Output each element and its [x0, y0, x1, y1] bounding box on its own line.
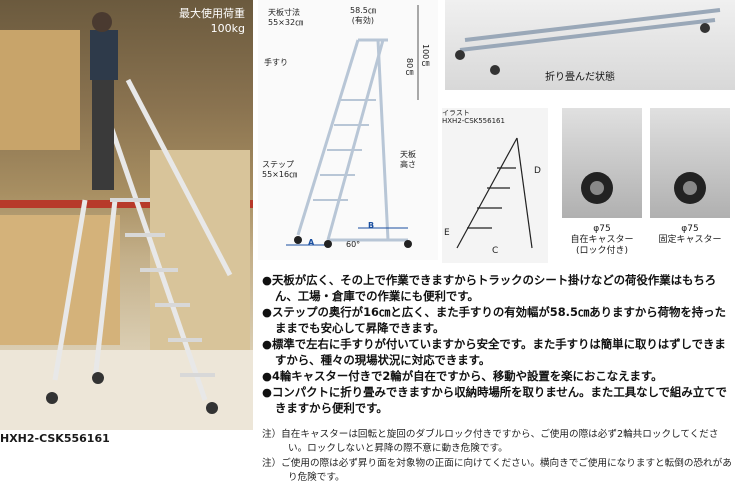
swivel-caster-size: φ75: [593, 224, 611, 234]
step-title: ステップ: [262, 160, 294, 169]
dim-d-label: D: [534, 166, 541, 176]
top-height-line2: 高さ: [400, 160, 416, 169]
top-height-line1: 天板: [400, 150, 416, 159]
feature-item: ●ステップの奥行が16㎝と広く、また手すりの有効幅が58.5㎝ありますから荷物を…: [262, 305, 726, 335]
dim-e-label: E: [444, 228, 450, 238]
model-number: HXH2-CSK556161: [0, 432, 110, 445]
top-size-label: 天板寸法 55×32㎝: [268, 8, 303, 28]
illustration-model: HXH2-CSK556161: [442, 117, 505, 125]
note-item: 注）ご使用の際は必ず昇り面を対象物の正面に向けてください。横向きでご使用になりま…: [262, 458, 732, 483]
top-height-label: 天板 高さ: [400, 150, 416, 170]
spec-diagram: 天板寸法 55×32㎝ 58.5㎝ (有効) 100㎝ 80㎝ 手すり 天板 高…: [258, 0, 438, 260]
dim-b-label: B: [368, 221, 375, 230]
feature-item: ●天板が広く、その上で作業できますからトラックのシート掛けなどの荷役作業はもちろ…: [262, 273, 717, 303]
illustration-drawing: [456, 137, 533, 249]
illustration-title: イラスト: [442, 109, 470, 117]
fixed-caster-caption: φ75 固定キャスター: [648, 224, 732, 246]
step-label: ステップ 55×16㎝: [262, 160, 297, 180]
top-size-value: 55×32㎝: [268, 18, 304, 27]
swivel-caster-note: (ロック付き): [575, 246, 629, 256]
feature-item: ●4輪キャスター付きで2輪が自在ですから、移動や設置を楽におこなえます。: [262, 369, 663, 383]
swivel-caster-drawing: [581, 172, 613, 204]
max-load-value: 100kg: [210, 22, 245, 35]
height-80-label: 80㎝: [405, 58, 414, 77]
note-item: 注）自在キャスターは回転と旋回のダブルロック付きですから、ご使用の際は必ず2輪共…: [262, 429, 719, 454]
swivel-caster-photo: [562, 108, 642, 218]
folded-photo: 折り畳んだ状態: [445, 0, 735, 90]
max-load-title: 最大使用荷重: [179, 7, 245, 20]
illustration: イラスト HXH2-CSK556161 C D E: [442, 108, 548, 263]
top-size-title: 天板寸法: [268, 8, 300, 17]
ladder-spec-drawing: [286, 5, 419, 248]
folded-caption: 折り畳んだ状態: [545, 72, 615, 83]
folded-ladder-drawing: [455, 8, 721, 75]
swivel-caster-caption: φ75 自在キャスター (ロック付き): [560, 224, 644, 257]
feature-list: ●天板が広く、その上で作業できますからトラックのシート掛けなどの荷役作業はもちろ…: [262, 272, 732, 416]
product-photo: 最大使用荷重 100kg: [0, 0, 253, 430]
width-note: (有効): [351, 16, 375, 25]
swivel-caster-name: 自在キャスター: [570, 235, 634, 245]
angle-label: 60°: [346, 240, 361, 249]
dim-a-label: A: [308, 238, 315, 247]
max-load-label: 最大使用荷重 100kg: [179, 6, 245, 36]
handrail-label: 手すり: [264, 58, 288, 67]
ladder-photo-illustration: [0, 12, 253, 430]
feature-item: ●コンパクトに折り畳みできますから収納時場所を取りません。また工具なしで組み立て…: [262, 385, 727, 415]
dim-c-label: C: [492, 246, 499, 256]
width-label: 58.5㎝ (有効): [350, 6, 376, 26]
fixed-caster-name: 固定キャスター: [658, 235, 722, 245]
fixed-caster-drawing: [674, 172, 706, 204]
fixed-caster-photo: [650, 108, 730, 218]
fixed-caster-size: φ75: [681, 224, 699, 234]
notes: 注）自在キャスターは回転と旋回のダブルロック付きですから、ご使用の際は必ず2輪共…: [262, 428, 732, 486]
height-100-label: 100㎝: [421, 44, 430, 68]
width-value: 58.5㎝: [350, 6, 376, 15]
step-size: 55×16㎝: [262, 170, 298, 179]
feature-item: ●標準で左右に手すりが付いていますから安全です。また手すりは簡単に取りはずしでき…: [262, 337, 726, 367]
